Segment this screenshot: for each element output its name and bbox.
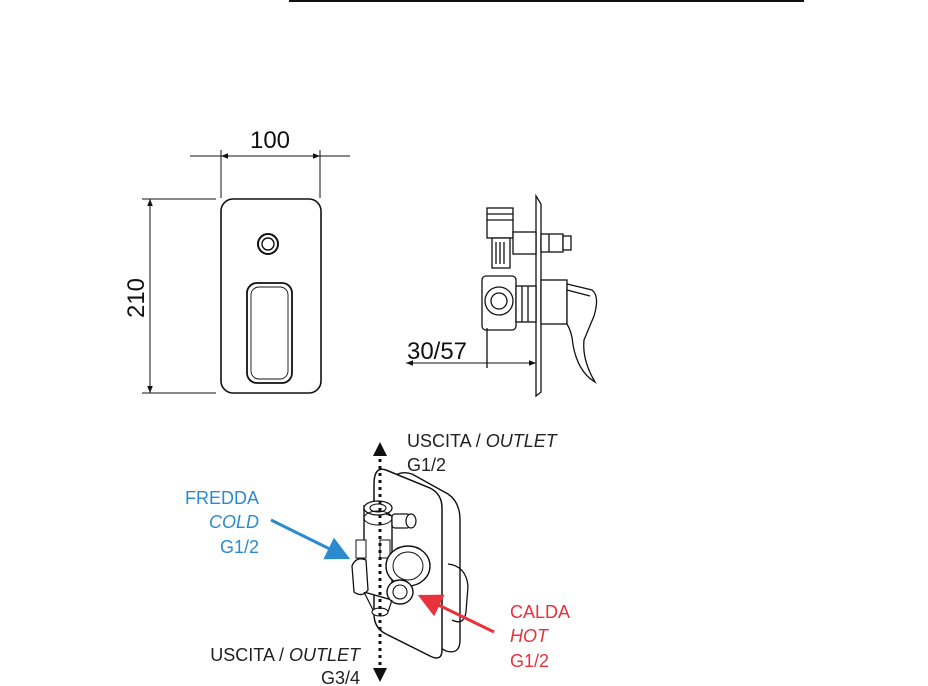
outlet-bottom-size: G3/4 bbox=[321, 668, 360, 686]
outlet-bottom-arrow bbox=[373, 668, 387, 682]
isometric-view bbox=[351, 468, 469, 659]
side-view bbox=[406, 193, 598, 398]
outlet-top-size: G1/2 bbox=[407, 455, 446, 475]
hot-inlet-arrow bbox=[417, 594, 495, 634]
cold-size: G1/2 bbox=[220, 537, 259, 557]
outlet-top-label: USCITA / OUTLET bbox=[407, 431, 559, 451]
outlet-top-arrow bbox=[373, 442, 387, 456]
cold-label-en: COLD bbox=[209, 512, 259, 532]
hot-size: G1/2 bbox=[510, 651, 549, 671]
cold-inlet-arrow bbox=[270, 518, 351, 560]
width-dimension: 100 bbox=[250, 127, 290, 154]
depth-dimension: 30/57 bbox=[407, 338, 467, 365]
outlet-bottom-label: USCITA / OUTLET bbox=[210, 645, 362, 665]
lever-handle bbox=[246, 282, 293, 384]
cold-label: FREDDA bbox=[185, 488, 259, 508]
hot-label-en: HOT bbox=[510, 626, 550, 646]
front-view: 100 210 bbox=[123, 127, 350, 394]
hot-label: CALDA bbox=[510, 602, 570, 622]
height-dimension: 210 bbox=[123, 278, 150, 318]
